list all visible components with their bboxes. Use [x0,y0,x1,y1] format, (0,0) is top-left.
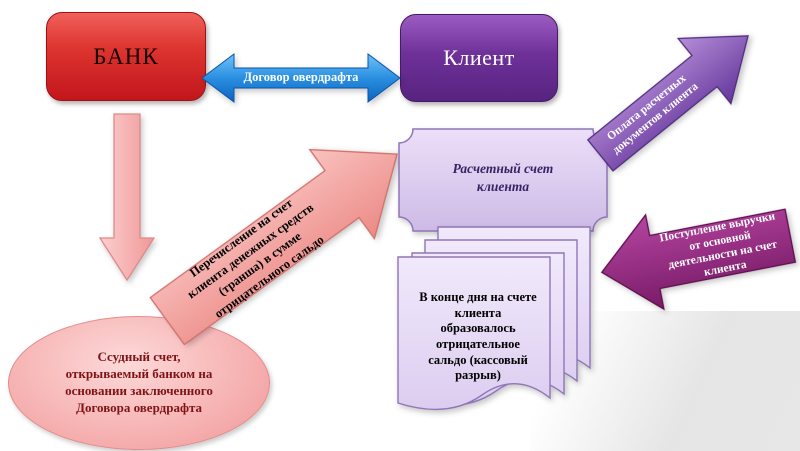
cash-gap-note: В конце дня на счете клиента образовалос… [418,272,538,402]
bank-down-arrow-icon [98,113,156,282]
payment-arrow-node: Оплата расчетных документов клиента [571,0,779,191]
cash-gap-label: В конце дня на счете клиента образовалос… [419,290,537,383]
revenue-arrow-node: Поступление выручки от основной деятельн… [589,180,800,327]
loan-account-label: Ссудный счет, открываемый банком на осно… [65,349,213,415]
revenue-arrow-icon [600,208,797,311]
loan-account-node: Ссудный счет, открываемый банком на осно… [8,316,270,450]
payment-arrow-icon [586,35,749,172]
transfer-arrow-node: Перечисление на счет клиента денежных ср… [131,104,435,370]
agreement-arrow-label: Договор овердрафта [243,69,359,84]
document-stack-icon [397,226,591,411]
settlement-account-node: Расчетный счет клиента [398,150,608,206]
bank-node: БАНК [46,12,206,101]
client-label: Клиент [443,45,515,70]
transfer-arrow-icon [149,148,398,346]
client-node: Клиент [400,14,558,102]
agreement-double-arrow-icon [201,53,401,103]
bank-label: БАНК [93,43,159,69]
settlement-account-label: Расчетный счет клиента [452,161,554,194]
